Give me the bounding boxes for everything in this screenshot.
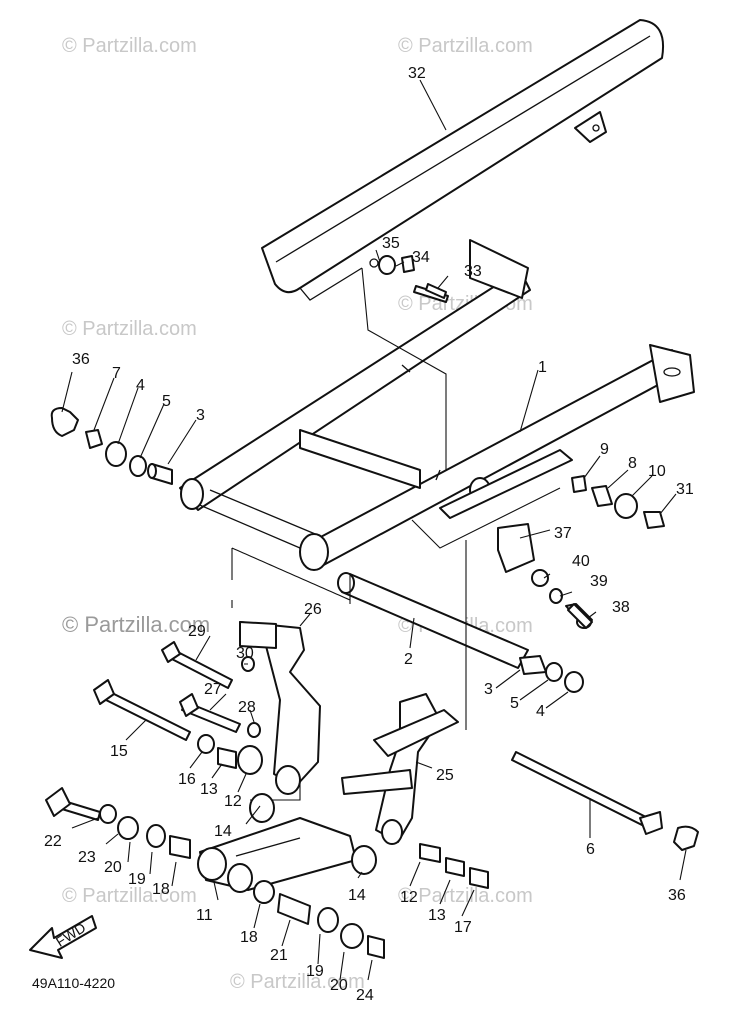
watermark: © Partzilla.com [62, 885, 197, 907]
callout-33: 33 [464, 263, 482, 280]
diagram-code: 49A110-4220 [32, 975, 115, 991]
callout-13: 13 [428, 907, 446, 924]
callout-13: 13 [200, 781, 218, 798]
callout-7: 7 [112, 365, 121, 382]
callout-34: 34 [412, 249, 430, 266]
callout-36: 36 [668, 887, 686, 904]
callout-32: 32 [408, 65, 426, 82]
watermark: © Partzilla.com [398, 885, 533, 907]
callout-1: 1 [538, 359, 547, 376]
lower-bushings [99, 656, 699, 959]
watermark: © Partzilla.com [62, 318, 197, 340]
watermark: © Partzilla.com [398, 35, 533, 57]
callout-11: 11 [196, 907, 213, 924]
callout-16: 16 [178, 771, 196, 788]
callout-35: 35 [382, 235, 400, 252]
callout-37: 37 [554, 525, 572, 542]
callout-14: 14 [348, 887, 366, 904]
callout-5: 5 [162, 393, 171, 410]
callout-36: 36 [72, 351, 90, 368]
callout-21: 21 [270, 947, 288, 964]
callout-17: 17 [454, 919, 472, 936]
callout-9: 9 [600, 441, 609, 458]
relay-arm-right [341, 693, 459, 845]
callout-24: 24 [356, 987, 374, 1004]
callout-2: 2 [404, 651, 413, 668]
callout-labels: 32 35 34 33 36 7 4 5 3 1 9 8 10 31 37 40… [44, 65, 694, 1004]
callout-14: 14 [214, 823, 232, 840]
callout-38: 38 [612, 599, 630, 616]
right-side-parts [378, 255, 665, 629]
callout-22: 22 [44, 833, 62, 850]
swing-arm [179, 239, 695, 571]
callout-3: 3 [196, 407, 205, 424]
guide-lines [231, 267, 561, 801]
callout-39: 39 [590, 573, 608, 590]
callout-20: 20 [330, 977, 348, 994]
callout-12: 12 [224, 793, 242, 810]
callout-5: 5 [510, 695, 519, 712]
callout-18: 18 [152, 881, 170, 898]
bolts [45, 283, 663, 835]
fwd-arrow: FWD [29, 915, 97, 959]
watermark: © Partzilla.com [62, 612, 210, 637]
callout-8: 8 [628, 455, 637, 472]
callout-19: 19 [128, 871, 146, 888]
callout-28: 28 [238, 699, 256, 716]
pivot-right-bushings [519, 655, 584, 693]
callout-40: 40 [572, 553, 590, 570]
callout-26: 26 [304, 601, 322, 618]
callout-10: 10 [648, 463, 666, 480]
callout-27: 27 [204, 681, 222, 698]
callout-12: 12 [400, 889, 418, 906]
callout-19: 19 [306, 963, 324, 980]
callout-18: 18 [240, 929, 258, 946]
callout-3: 3 [484, 681, 493, 698]
callout-4: 4 [136, 377, 145, 394]
callout-30: 30 [236, 645, 254, 662]
leader-lines [61, 79, 687, 981]
callout-23: 23 [78, 849, 96, 866]
callout-6: 6 [586, 841, 595, 858]
relay-arm-left [239, 621, 321, 795]
watermark: © Partzilla.com [62, 35, 197, 57]
left-bushings [50, 407, 173, 485]
callout-29: 29 [188, 623, 206, 640]
callout-20: 20 [104, 859, 122, 876]
callout-4: 4 [536, 703, 545, 720]
callout-31: 31 [676, 481, 694, 498]
watermark: © Partzilla.com [230, 971, 365, 993]
chain-guard [261, 19, 664, 301]
callout-25: 25 [436, 767, 454, 784]
callout-15: 15 [110, 743, 128, 760]
